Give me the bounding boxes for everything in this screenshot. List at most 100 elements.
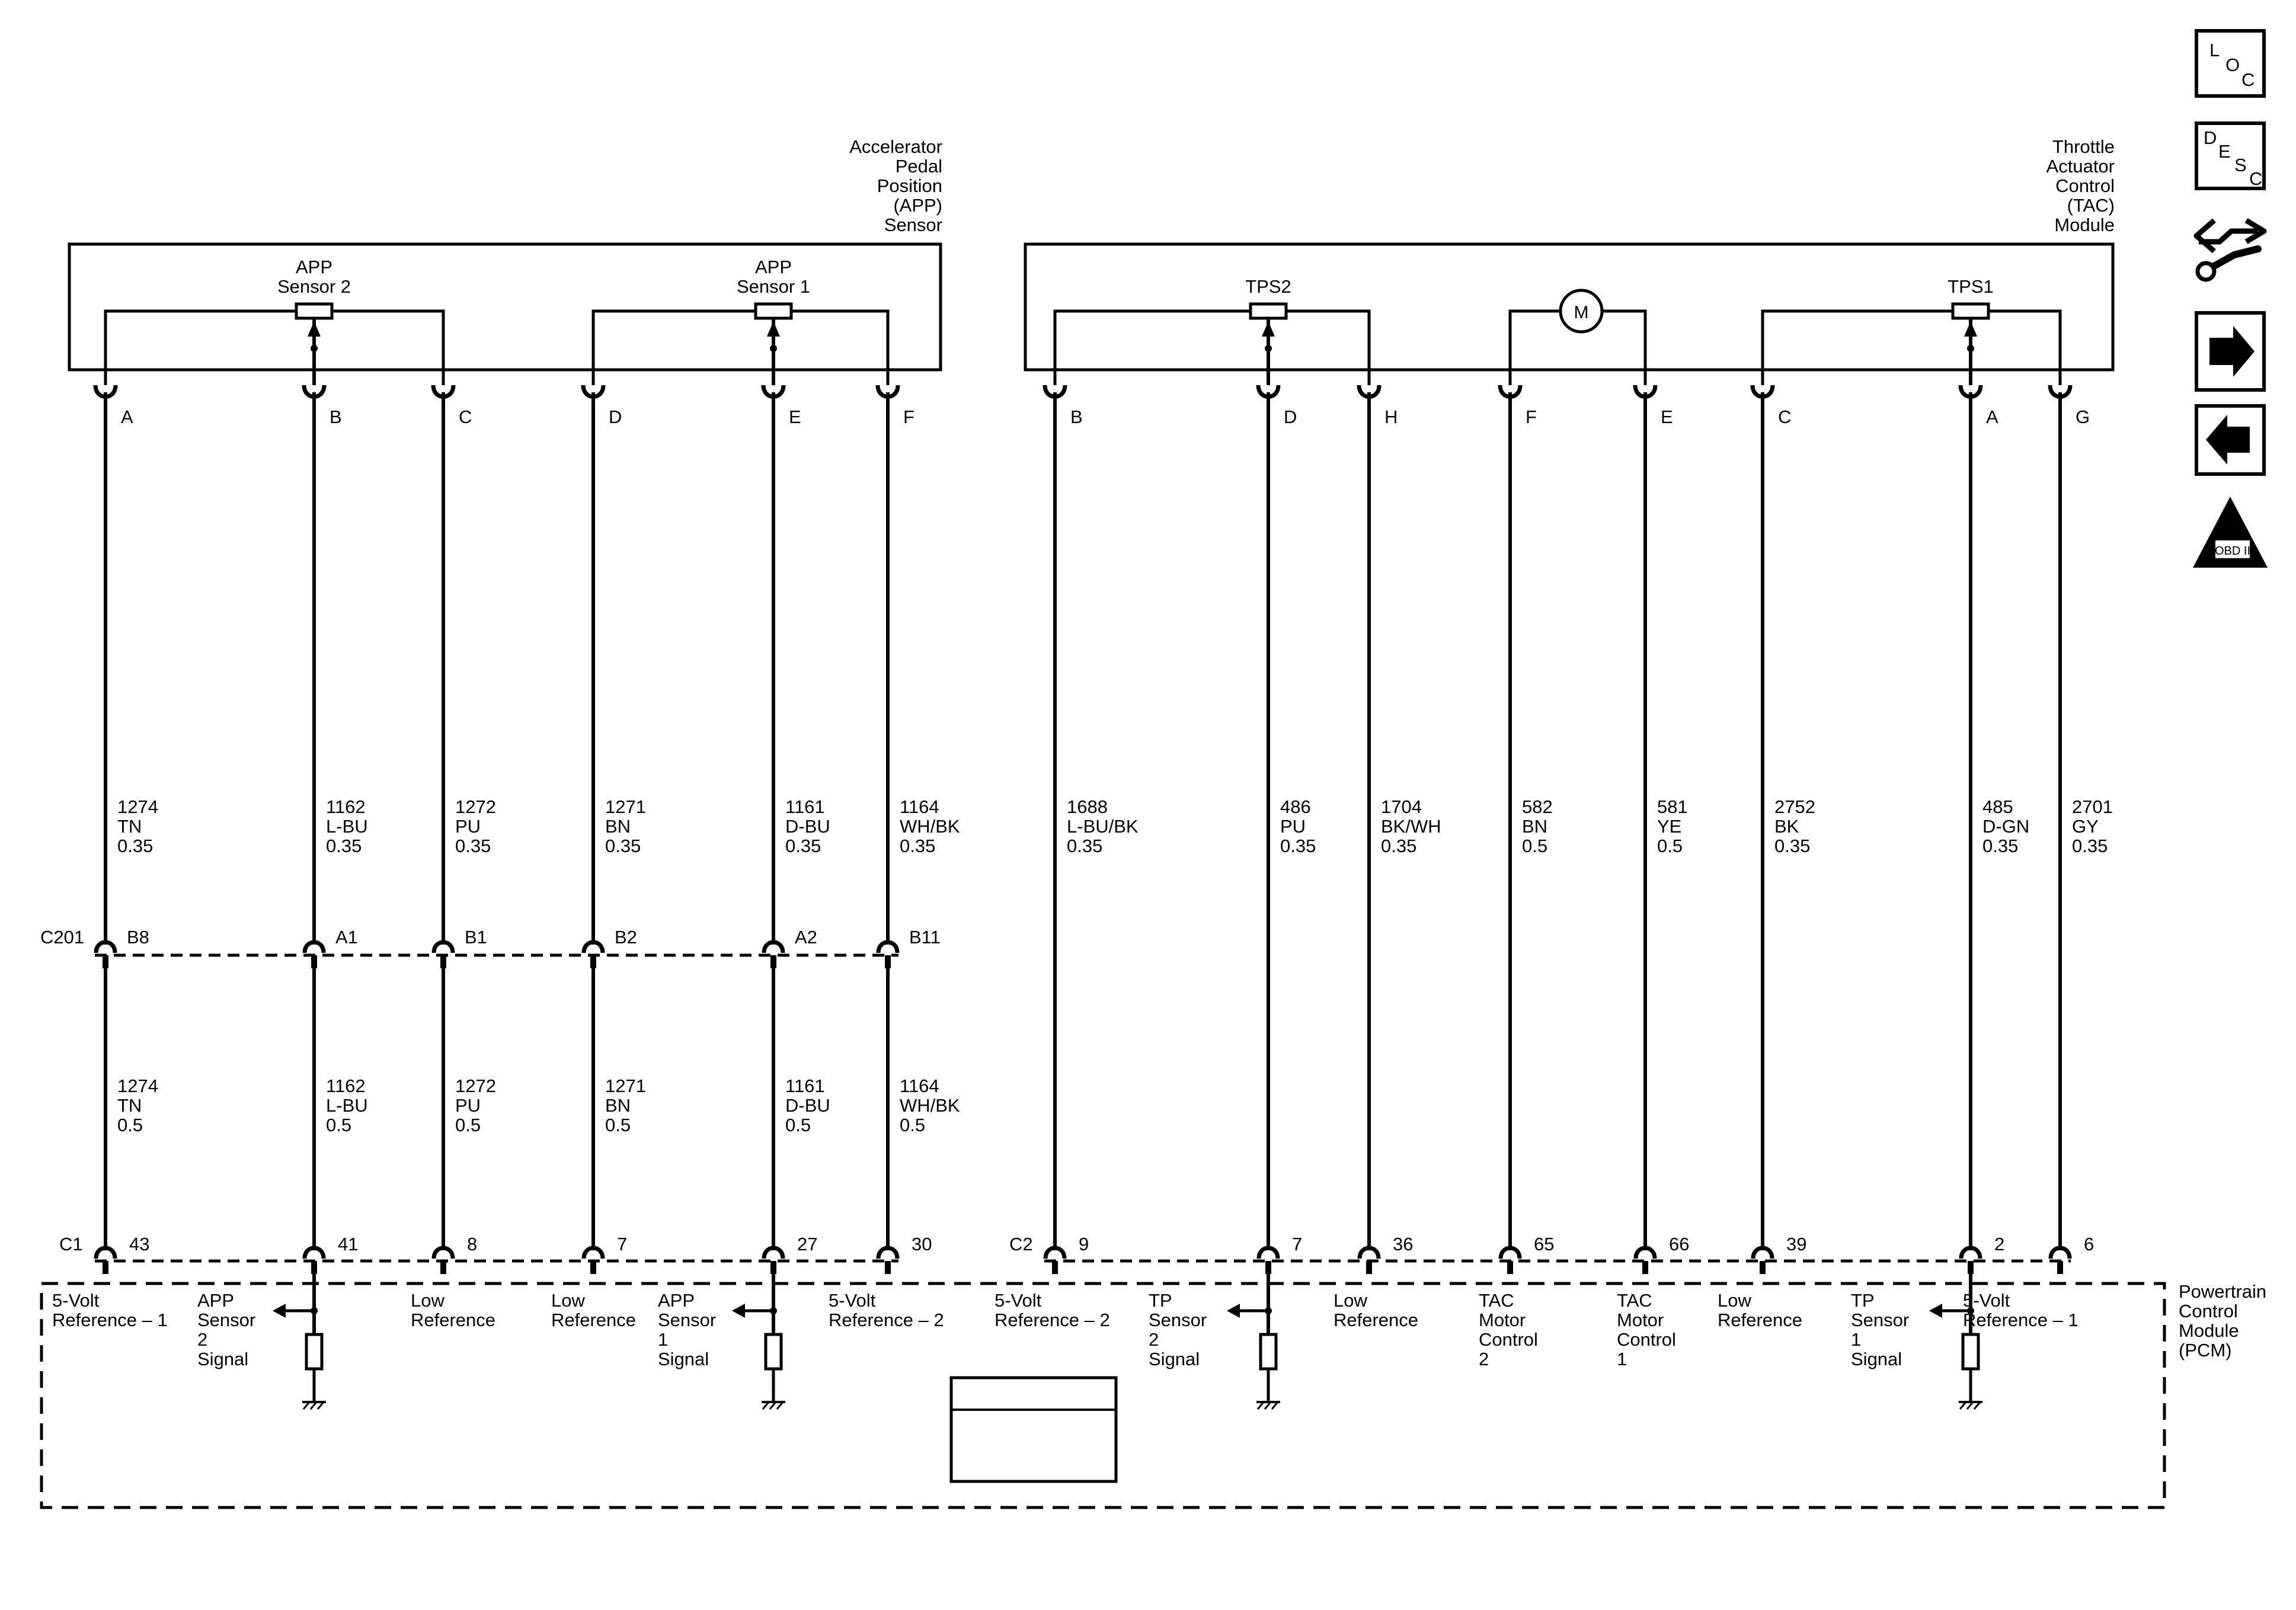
wire-label-lower-line: PU — [455, 1095, 481, 1116]
wire-label-lower-line: WH/BK — [900, 1095, 960, 1116]
pcm-female-terminal — [1256, 1246, 1280, 1259]
wire-label-lower-line: D-BU — [785, 1095, 830, 1116]
signal-input-arrow — [1929, 1304, 1942, 1318]
ground-symbol-hatch — [1271, 1401, 1279, 1410]
obd-ii-text-plate[interactable] — [2215, 540, 2250, 558]
wire-label-line: 0.35 — [900, 836, 935, 856]
pcm-female-terminal — [1043, 1246, 1067, 1259]
pull-down-resistor — [764, 1333, 783, 1371]
tac-module-label: Control — [2055, 175, 2115, 196]
desc-button-frame[interactable] — [2195, 121, 2266, 190]
pcm-female-terminal — [94, 1246, 117, 1259]
loc-letter: O — [2225, 55, 2240, 75]
app-sensor-2-circuit — [104, 309, 445, 385]
pcm-male-terminal — [1265, 1261, 1271, 1274]
wire-label-line: 0.35 — [326, 836, 362, 856]
pcm-circuit-label-line: Sensor — [1851, 1310, 1909, 1330]
connector-part-icon-arrow-left — [2193, 218, 2216, 254]
pcm-circuit-label-line: 5-Volt — [52, 1290, 100, 1311]
app-sensor-label: (APP) — [893, 195, 942, 216]
pcm-pin-label: 6 — [2084, 1234, 2094, 1254]
component-pin-label: E — [1661, 406, 1673, 427]
pcm-circuit-label-line: Low — [1718, 1290, 1751, 1311]
wire-label-line: 581 — [1657, 796, 1688, 817]
wire-label-line: 0.35 — [2072, 836, 2108, 856]
app-sensor-box — [68, 242, 942, 372]
connector-part-icon-wrench-head[interactable] — [2195, 261, 2217, 282]
wire-label-line: 0.35 — [1381, 836, 1416, 856]
ground-symbol-hatch — [309, 1401, 318, 1410]
connector-part-icon[interactable] — [2193, 218, 2267, 282]
pcm-male-terminal — [1642, 1261, 1648, 1274]
pcm-pin-label: 8 — [467, 1234, 477, 1254]
signal-input-arrow — [1227, 1304, 1240, 1318]
component-terminal — [1498, 385, 1523, 399]
tac-motor-symbol — [1559, 289, 1604, 334]
pcm-female-terminal — [581, 1246, 605, 1259]
pcm-pin-label: 43 — [129, 1234, 149, 1254]
c201-male-terminal — [770, 955, 776, 968]
previous-button[interactable] — [2195, 404, 2266, 476]
pcm-female-terminal — [431, 1246, 455, 1259]
tps1-label-line: TPS1 — [1948, 276, 1994, 297]
wire-label-line: 1274 — [117, 796, 158, 817]
component-pin-label: G — [2076, 406, 2090, 427]
wire-label-line: 0.35 — [455, 836, 491, 856]
wire-label-lower-line: 0.5 — [326, 1115, 351, 1135]
wire-label-line: WH/BK — [900, 816, 960, 837]
c201-male-terminal — [103, 955, 108, 968]
component-terminal — [93, 385, 118, 399]
ground-symbol-hatch — [1256, 1401, 1265, 1410]
pcm-pin-label: 66 — [1669, 1234, 1689, 1254]
app-sensor-2-wiper-dot — [311, 345, 318, 352]
pcm-circuit-label-line: TP — [1149, 1290, 1172, 1311]
pcm-circuit-label-line: Low — [551, 1290, 585, 1311]
c201-male-terminal — [885, 955, 891, 968]
loc-button-frame[interactable] — [2195, 29, 2266, 98]
component-terminal — [1750, 385, 1775, 399]
wire-label-line: BN — [605, 816, 631, 837]
pcm-label: Module — [2179, 1320, 2239, 1341]
desc-letter: E — [2218, 141, 2231, 162]
c201-female-terminal — [431, 940, 455, 953]
component-pin-label: A — [121, 406, 133, 427]
ground-symbol-hatch — [316, 1401, 325, 1410]
c201-pin-label: B1 — [465, 927, 487, 948]
app-sensor-1-wiper-dot — [770, 345, 777, 352]
pcm-circuit-label-line: Signal — [1851, 1349, 1902, 1369]
tps1-wiper-arrow — [1964, 321, 1977, 337]
wire-label-lower-line: 0.5 — [785, 1115, 811, 1135]
next-button[interactable] — [2195, 311, 2266, 392]
wire-label-line: 0.35 — [605, 836, 641, 856]
loc-button[interactable]: LOC — [2195, 29, 2266, 98]
pcm-circuit-label-line: Reference — [411, 1310, 495, 1330]
ground-symbol-hatch — [1959, 1401, 1967, 1410]
pcm-circuit-label-line: Reference — [551, 1310, 636, 1330]
ground-symbol-hatch — [1966, 1401, 1974, 1410]
arrow-right-icon[interactable] — [2209, 326, 2255, 377]
pcm-circuit-label-line: Motor — [1617, 1310, 1664, 1330]
pcm-male-terminal — [1507, 1261, 1513, 1274]
pcm-female-terminal — [2048, 1246, 2072, 1259]
desc-letter: S — [2234, 155, 2247, 175]
obd-ii-text: OBD II — [2215, 545, 2250, 558]
component-pin-label: C — [1778, 406, 1791, 427]
wire-label-lower-line: 0.5 — [455, 1115, 481, 1135]
component-pin-label: F — [903, 406, 914, 427]
signal-input-arrow — [732, 1304, 745, 1318]
pcm-female-terminal — [302, 1246, 326, 1259]
component-pin-label: D — [1284, 406, 1297, 427]
tps2-circuit — [1053, 309, 1371, 385]
wire-label-line: 485 — [1982, 796, 2013, 817]
wire-label-line: L-BU — [326, 816, 368, 837]
tps2-resistor — [1249, 302, 1288, 320]
arrow-left-icon[interactable] — [2206, 415, 2250, 465]
pcm-pin-label: 9 — [1079, 1234, 1089, 1254]
pcm-circuit-label-line: Low — [411, 1290, 445, 1311]
component-pin-label: B — [330, 406, 342, 427]
c201-female-terminal — [876, 940, 900, 953]
tac-module-box — [1024, 242, 2115, 372]
app-sensor-label: Sensor — [884, 215, 942, 235]
